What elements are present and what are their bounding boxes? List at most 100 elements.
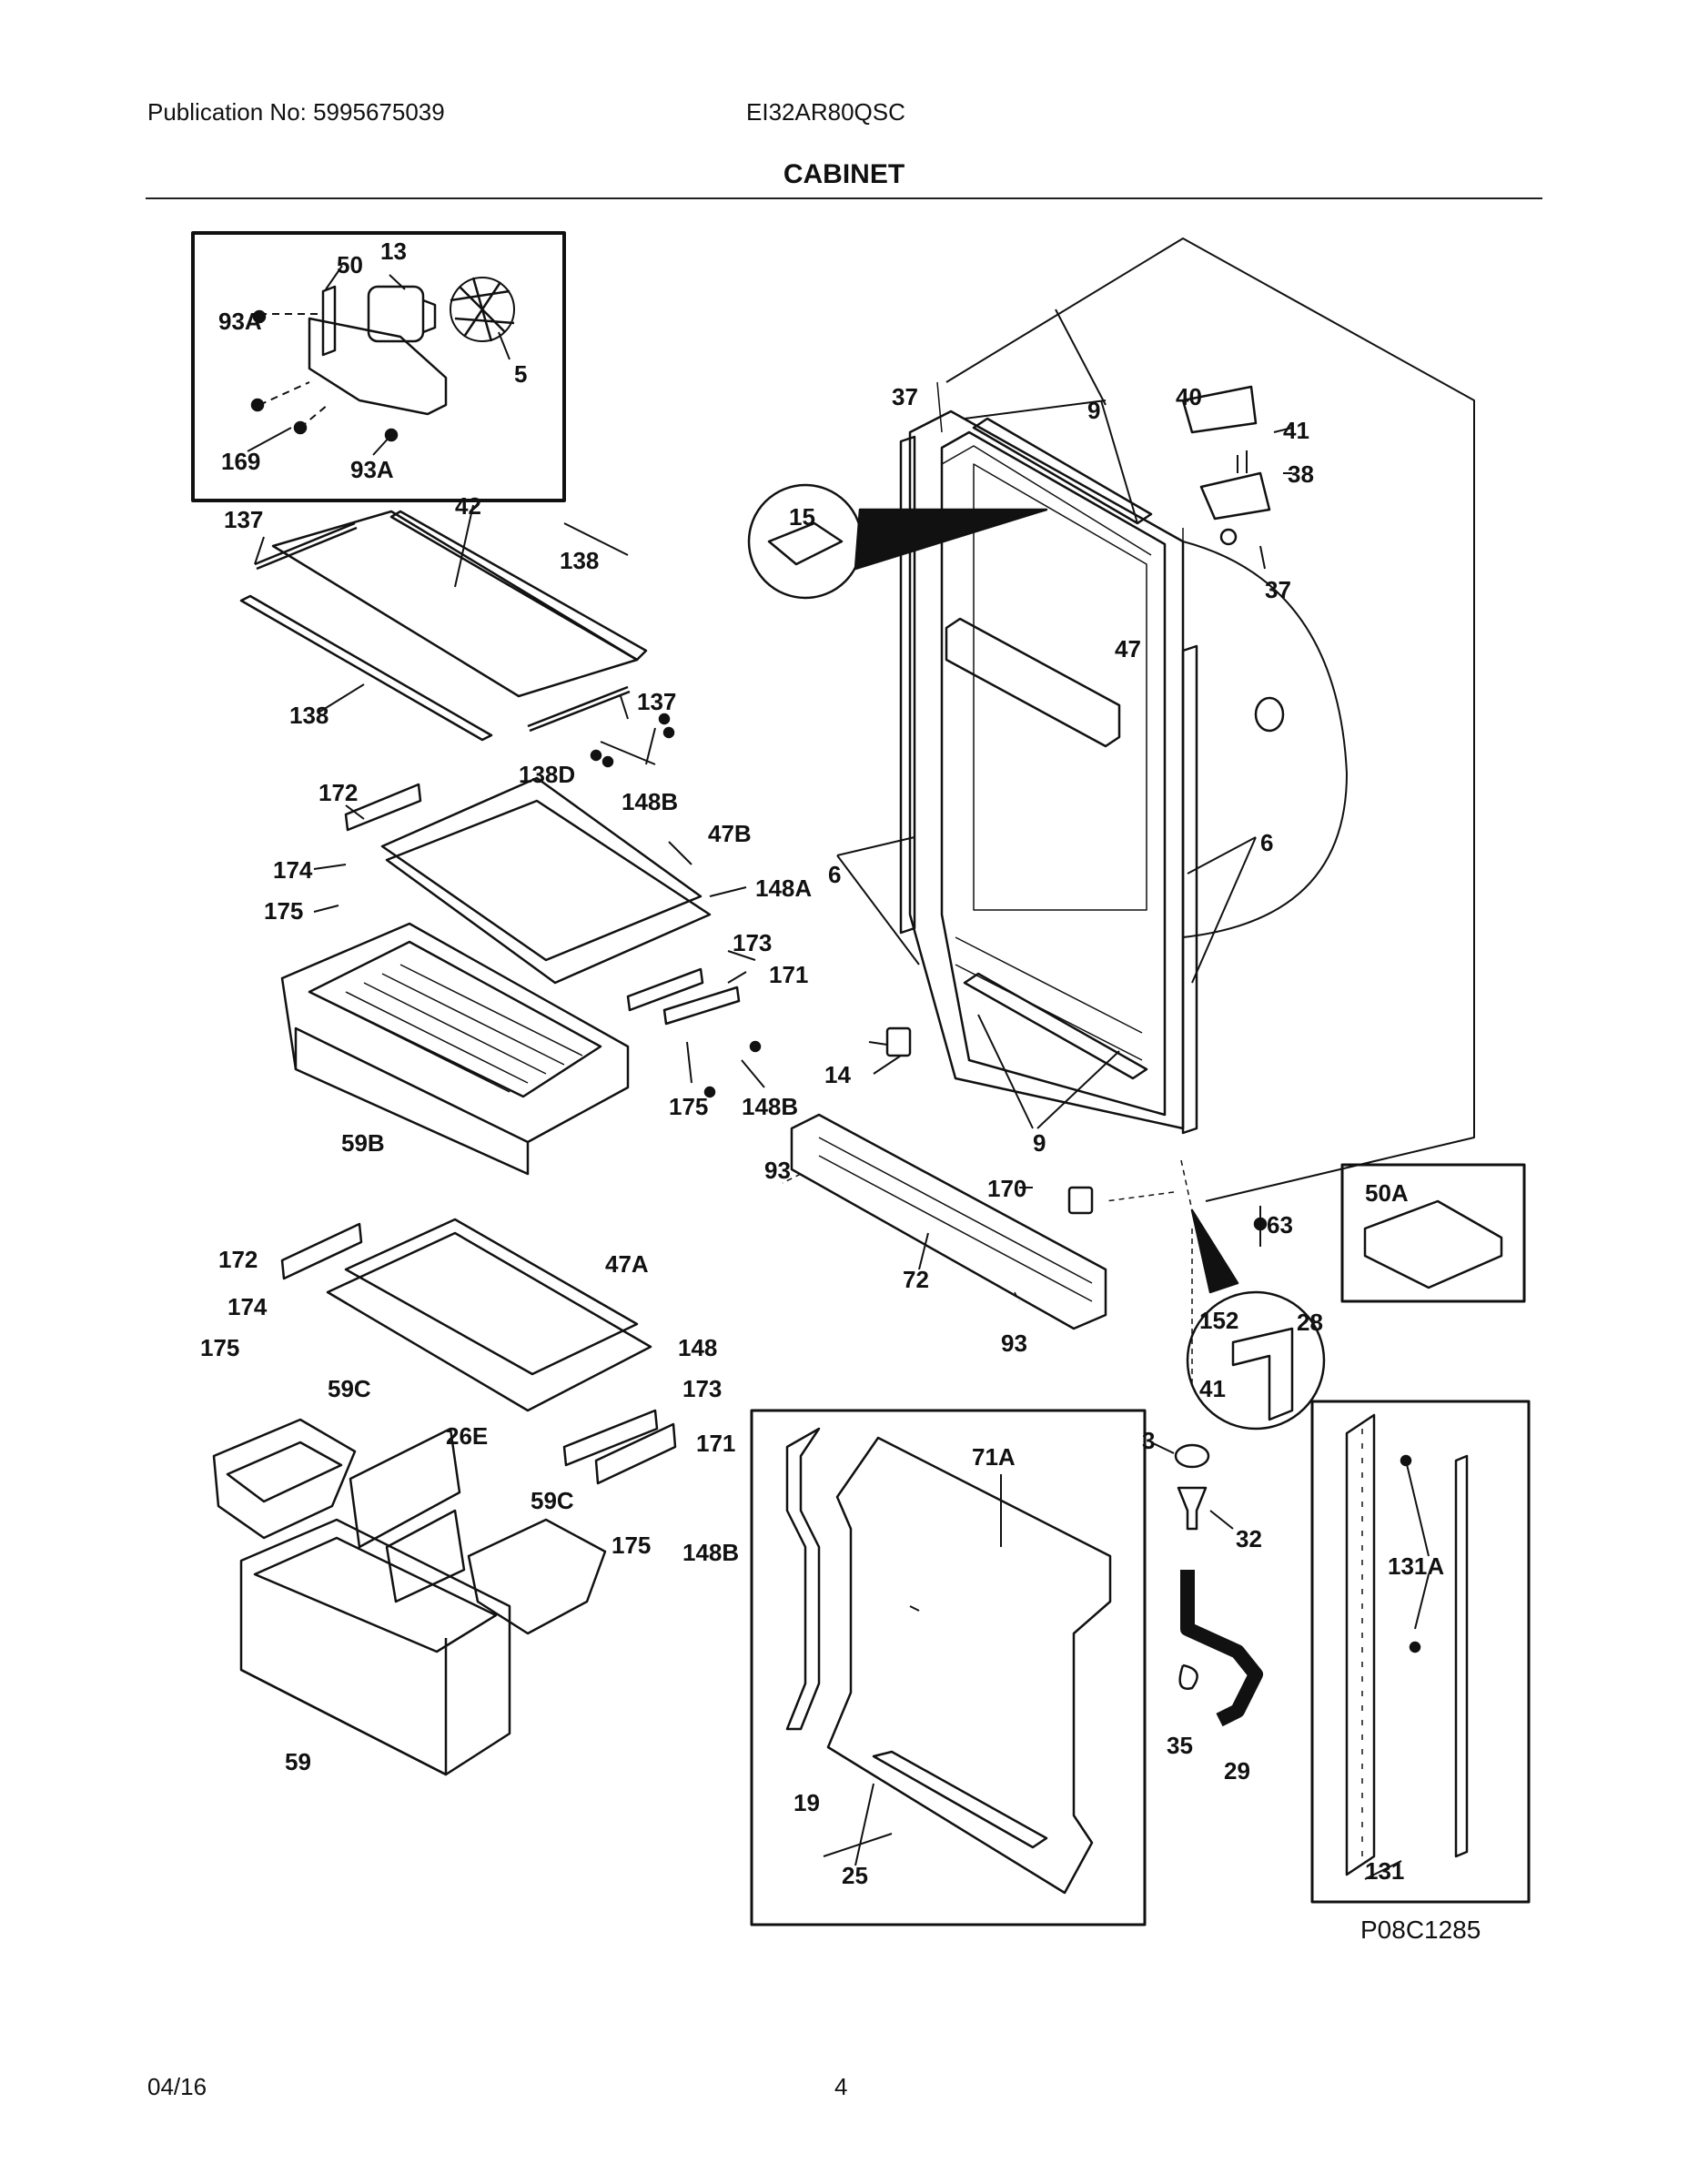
callout-19: 19 — [793, 1789, 820, 1816]
callout-175: 175 — [200, 1334, 239, 1361]
publication-number: Publication No: 5995675039 — [147, 98, 445, 126]
vent-detail-callout-15 — [747, 483, 1048, 600]
callout-6: 6 — [1260, 829, 1273, 856]
callout-25: 25 — [842, 1862, 868, 1889]
callout-40: 40 — [1176, 383, 1202, 410]
bottom-hinge-detail — [1186, 1208, 1326, 1431]
callout-59: 59 — [285, 1748, 311, 1775]
breaker-strip-6 — [899, 435, 1198, 1135]
callout-169: 169 — [221, 448, 260, 475]
callout-148b: 148B — [742, 1093, 798, 1120]
callout-5: 5 — [514, 360, 527, 388]
callout-138d: 138D — [519, 761, 575, 788]
callout-15: 15 — [789, 503, 815, 531]
callout-175: 175 — [612, 1532, 651, 1559]
callout-173: 173 — [682, 1375, 722, 1402]
clamp-35 — [1178, 1663, 1198, 1690]
callout-172: 172 — [318, 779, 358, 806]
callout-137: 137 — [637, 688, 676, 715]
callout-175: 175 — [264, 897, 303, 925]
diagram-code: P08C1285 — [1360, 1916, 1481, 1944]
callout-170: 170 — [987, 1175, 1026, 1202]
callout-131: 131 — [1365, 1857, 1404, 1885]
callout-172: 172 — [218, 1246, 258, 1273]
callout-41: 41 — [1199, 1375, 1226, 1402]
callout-138: 138 — [560, 547, 599, 574]
callout-28: 28 — [1297, 1309, 1323, 1336]
basket-59c-left — [212, 1418, 357, 1540]
crisper-pan-59b — [280, 922, 630, 1176]
crisper-cover-47a — [280, 1218, 677, 1485]
callout-152: 152 — [1199, 1307, 1238, 1334]
callout-93a: 93A — [218, 308, 262, 335]
callout-138: 138 — [289, 702, 329, 729]
callout-72: 72 — [903, 1266, 929, 1293]
revision-date: 04/16 — [147, 2073, 207, 2100]
callout-63: 63 — [1267, 1211, 1293, 1239]
inset-box-50a — [1340, 1163, 1526, 1303]
callout-59b: 59B — [341, 1129, 385, 1157]
inset-box-rail — [1310, 1400, 1531, 1904]
callout-3: 3 — [1142, 1427, 1155, 1454]
callout-148b: 148B — [622, 788, 678, 815]
callout-50a: 50A — [1365, 1179, 1409, 1207]
model-number: EI32AR80QSC — [746, 98, 905, 126]
callout-93a: 93A — [350, 456, 394, 483]
callout-93: 93 — [764, 1157, 791, 1184]
toe-grille-72 — [790, 1113, 1107, 1330]
callout-93: 93 — [1001, 1330, 1027, 1357]
callout-9: 9 — [1087, 397, 1100, 424]
basket-59c-right — [467, 1518, 607, 1635]
callout-26e: 26E — [446, 1422, 488, 1450]
callout-131a: 131A — [1388, 1552, 1444, 1580]
page-title: CABINET — [783, 159, 905, 189]
fan-assembly-inset-box — [191, 231, 566, 502]
callout-37: 37 — [1265, 576, 1291, 603]
callout-71a: 71A — [972, 1443, 1016, 1471]
side-liner-25 — [826, 1436, 1112, 1895]
header-divider — [146, 197, 1542, 199]
callout-175: 175 — [669, 1093, 708, 1120]
callout-41: 41 — [1283, 417, 1309, 444]
callout-32: 32 — [1236, 1525, 1262, 1552]
callout-148b: 148B — [682, 1539, 739, 1566]
callout-6: 6 — [828, 861, 841, 888]
callout-35: 35 — [1167, 1732, 1193, 1759]
callout-47a: 47A — [605, 1250, 649, 1278]
door-gasket-frame-9 — [963, 417, 1153, 1080]
callout-174: 174 — [273, 856, 313, 884]
glass-shelf-42 — [239, 510, 648, 742]
callout-42: 42 — [455, 492, 481, 520]
callout-173: 173 — [733, 929, 772, 956]
rail-131a — [1454, 1454, 1469, 1858]
callout-37: 37 — [892, 383, 918, 410]
freezer-drawer-59 — [239, 1518, 511, 1776]
callout-50: 50 — [337, 251, 363, 278]
callout-9: 9 — [1033, 1129, 1046, 1157]
callout-13: 13 — [380, 238, 407, 265]
drain-hose-29 — [1180, 1570, 1263, 1727]
callout-148a: 148A — [755, 875, 812, 902]
inset-box-liner — [750, 1409, 1147, 1926]
page-number: 4 — [834, 2073, 848, 2100]
callout-171: 171 — [769, 961, 808, 988]
drain-tube-32 — [1177, 1486, 1208, 1531]
callout-14: 14 — [824, 1061, 851, 1088]
trim-strip-19 — [785, 1427, 821, 1731]
callout-59c: 59C — [531, 1487, 574, 1514]
rail-131 — [1345, 1413, 1376, 1876]
callout-148: 148 — [678, 1334, 717, 1361]
crisper-cover-47b — [344, 776, 741, 1026]
evaporator-fan-motor — [308, 277, 515, 416]
evaporator-cover-47 — [945, 617, 1121, 748]
top-hinge-assembly — [1181, 385, 1271, 546]
callout-174: 174 — [227, 1293, 268, 1320]
divider-26e — [349, 1427, 466, 1603]
callout-171: 171 — [696, 1430, 735, 1457]
drain-cup-3 — [1174, 1443, 1210, 1469]
callout-47b: 47B — [708, 820, 752, 847]
callout-137: 137 — [224, 506, 263, 533]
callout-59c: 59C — [328, 1375, 371, 1402]
callout-29: 29 — [1224, 1757, 1250, 1785]
